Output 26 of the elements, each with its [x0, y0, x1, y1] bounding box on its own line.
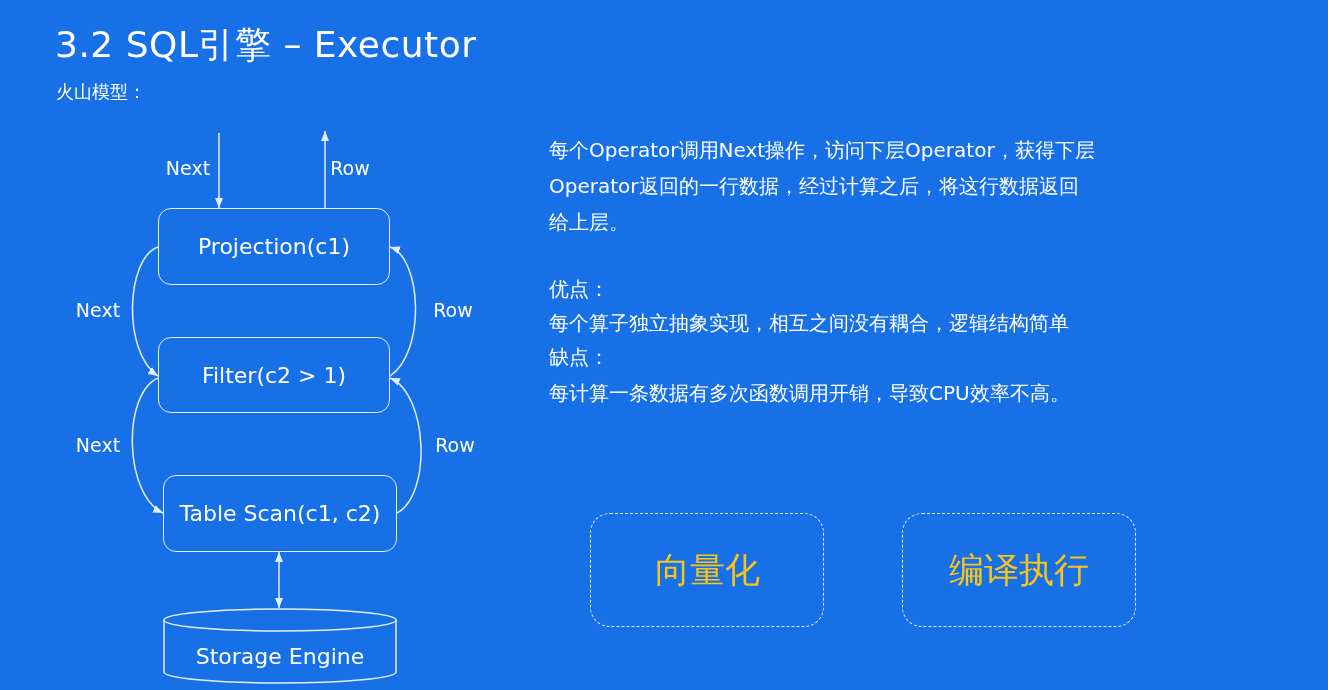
arrow	[215, 132, 223, 209]
edge-label: Row	[435, 433, 475, 457]
dashed-box: 编译执行	[902, 513, 1136, 627]
paragraph-text: 每个Operator调用Next操作，访问下层Operator，获得下层Operator返回的一行数据，经过计算之后，将这行数据返回给上层。	[549, 137, 1096, 236]
process-box: Table Scan(c1, c2)	[163, 475, 397, 552]
process-box: Filter(c2 > 1)	[158, 337, 390, 413]
database-cylinder: Storage Engine	[163, 608, 397, 684]
section-heading: 优点：	[549, 276, 609, 303]
double-arrow	[275, 551, 283, 609]
subtitle: 火山模型：	[56, 80, 146, 104]
process-box: Projection(c1)	[158, 208, 390, 285]
dashed-box: 向量化	[590, 513, 824, 627]
section-heading: 缺点：	[549, 344, 609, 371]
curved-arrow	[389, 377, 422, 514]
paragraph-text: 每计算一条数据有多次函数调用开销，导致CPU效率不高。	[549, 380, 1070, 407]
arrow	[321, 130, 329, 209]
edge-label: Next	[165, 156, 211, 180]
slide-title: 3.2 SQL引擎 – Executor	[55, 23, 477, 67]
edge-label: Row	[330, 156, 370, 180]
paragraph-text: 每个算子独立抽象实现，相互之间没有耦合，逻辑结构简单	[549, 310, 1069, 337]
curved-arrow	[389, 246, 417, 377]
edge-label: Next	[75, 433, 121, 457]
curved-arrow	[131, 377, 164, 514]
curved-arrow	[131, 246, 159, 377]
edge-label: Row	[433, 298, 473, 322]
edge-label: Next	[75, 298, 121, 322]
